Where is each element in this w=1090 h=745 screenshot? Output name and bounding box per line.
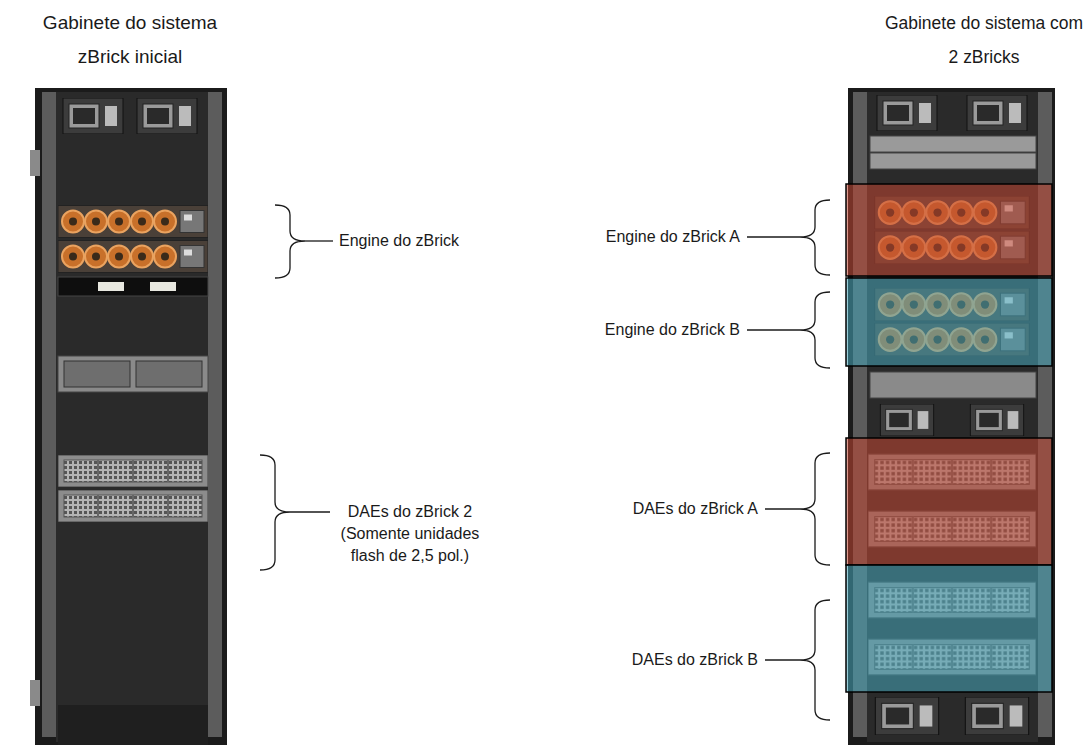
engine-fans	[58, 206, 208, 238]
engine-tag	[98, 282, 124, 291]
leader-line	[747, 329, 800, 330]
engine-fans	[58, 241, 208, 273]
part-label: Engine do zBrick	[339, 230, 519, 252]
part-label: DAEs do zBrick A	[558, 498, 758, 520]
hinge	[30, 680, 40, 706]
power-supply	[877, 95, 937, 131]
part-label: DAEs do zBrick B	[558, 649, 758, 671]
hinge	[30, 150, 40, 176]
power-supply	[970, 404, 1023, 436]
power-supply	[967, 95, 1027, 131]
zbrick-a-highlight	[846, 184, 1052, 276]
power-supply	[137, 98, 197, 134]
switch-unit	[870, 136, 1036, 152]
bracket	[800, 200, 830, 275]
bracket	[275, 205, 305, 278]
power-supply	[875, 697, 938, 735]
server-unit	[58, 356, 208, 392]
leader-line	[747, 236, 800, 237]
bracket	[260, 455, 290, 570]
bracket	[800, 292, 830, 368]
initial-cabinet	[30, 88, 227, 745]
zbrick-b-highlight	[846, 278, 1052, 366]
cabinet-base	[58, 705, 208, 745]
cabinet-rail	[42, 92, 56, 737]
leader-line	[305, 240, 333, 241]
dae-unit	[58, 490, 208, 522]
power-supply	[63, 98, 123, 134]
leader-line	[765, 508, 800, 509]
leader-line	[765, 659, 800, 660]
engine-unit	[58, 277, 208, 296]
zbrick-a-highlight	[846, 438, 1052, 565]
bracket	[800, 453, 830, 565]
cabinet-frame	[35, 88, 227, 745]
bracket	[800, 600, 830, 720]
cabinet-title: Gabinete do sistema zBrick inicial	[25, 6, 235, 74]
cabinet-interior	[56, 92, 208, 742]
part-label: Engine do zBrick A	[540, 226, 740, 248]
server-panel	[64, 361, 130, 387]
part-label: Engine do zBrick B	[540, 319, 740, 341]
cabinet-title: Gabinete do sistema com 2 zBricks	[881, 6, 1087, 74]
two-zbrick-cabinet	[846, 88, 1055, 745]
power-supply	[880, 404, 933, 436]
part-label: DAEs do zBrick 2 (Somente unidades flash…	[334, 501, 486, 567]
server-panel	[136, 361, 202, 387]
engine-tag	[150, 282, 176, 291]
dae-unit	[58, 455, 208, 487]
brackets	[260, 200, 830, 720]
server-unit	[870, 372, 1036, 398]
cabinet-rail	[208, 92, 222, 737]
leader-line	[290, 511, 330, 512]
zbrick-b-highlight	[846, 565, 1052, 692]
power-supply	[965, 697, 1028, 735]
switch-unit	[870, 153, 1036, 169]
